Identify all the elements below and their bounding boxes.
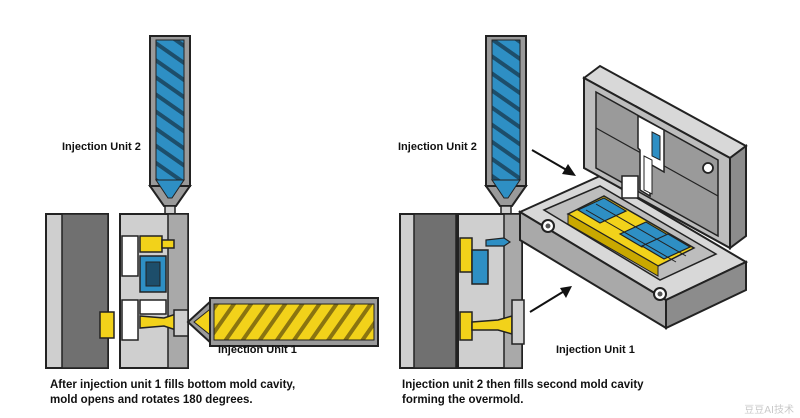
isometric-mold-lid <box>582 64 748 250</box>
watermark: 豆豆AI技术 <box>744 405 794 416</box>
right-caption-line-2: forming the overmold. <box>402 394 524 406</box>
right-mold-block <box>457 213 525 369</box>
right-injection-unit-1-label: Injection Unit 1 <box>556 344 635 356</box>
arrow-lower <box>529 286 572 313</box>
left-caption-line-2: mold opens and rotates 180 degrees. <box>50 394 253 406</box>
right-panel <box>399 35 749 369</box>
left-injection-unit-1-label: Injection Unit 1 <box>218 344 297 356</box>
left-mold-block <box>119 213 189 369</box>
right-injection-unit-2-label: Injection Unit 2 <box>398 141 477 153</box>
left-caption-line-1: After injection unit 1 fills bottom mold… <box>50 379 296 391</box>
right-caption-line-1: Injection unit 2 then fills second mold … <box>402 379 644 391</box>
left-injection-unit-1-barrel <box>173 297 379 347</box>
arrow-upper <box>531 149 576 176</box>
left-injection-unit-2-barrel <box>148 35 192 219</box>
right-injection-unit-2-barrel <box>484 35 528 219</box>
left-injection-unit-2-label: Injection Unit 2 <box>62 141 141 153</box>
left-panel <box>45 35 379 369</box>
left-fixed-platen <box>45 213 115 369</box>
right-fixed-platen <box>399 213 457 369</box>
isometric-mold-cavities <box>566 195 696 277</box>
